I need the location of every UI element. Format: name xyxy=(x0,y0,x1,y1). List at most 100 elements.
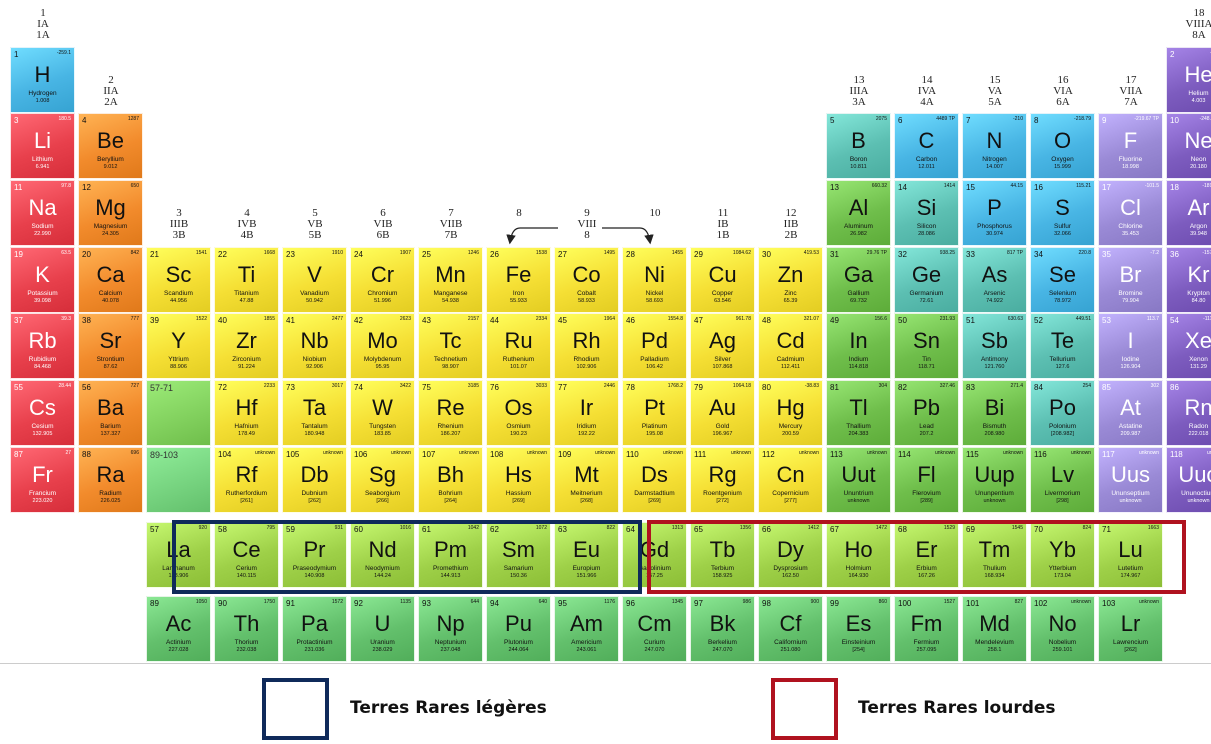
group-roman: IIB xyxy=(783,218,799,230)
atomic-mass: 190.23 xyxy=(510,431,527,437)
group-code xyxy=(622,230,688,241)
atomic-number: 53 xyxy=(1102,316,1111,325)
element-name: Radium xyxy=(99,490,122,497)
element-symbol: Rh xyxy=(572,328,601,353)
atomic-number: 58 xyxy=(218,525,227,534)
melting-point: 27 xyxy=(65,450,71,456)
element-name: Cadmium xyxy=(776,356,805,363)
group-code: 5B xyxy=(308,229,322,241)
atomic-mass: 186.207 xyxy=(440,431,461,437)
atomic-mass: [208.982] xyxy=(1051,431,1074,437)
melting-point: 220.8 xyxy=(1078,250,1091,256)
atomic-number: 47 xyxy=(694,316,703,325)
atomic-mass: 126.904 xyxy=(1120,364,1141,370)
group-number: 4 xyxy=(244,207,250,219)
melting-point: 1345 xyxy=(671,599,683,605)
atomic-number: 46 xyxy=(626,316,635,325)
group-number: 12 xyxy=(785,207,797,219)
melting-point: 3017 xyxy=(331,383,343,389)
melting-point: -101.5 xyxy=(1144,183,1159,189)
element-name: Copernicium xyxy=(772,490,809,497)
atomic-number: 1 xyxy=(14,50,19,59)
atomic-mass: 131.29 xyxy=(1190,364,1207,370)
heavy-rare-earths-box xyxy=(647,520,1186,594)
melting-point: unknown xyxy=(934,450,955,456)
element-symbol: Y xyxy=(171,328,186,353)
atomic-number: 93 xyxy=(422,599,431,608)
element-symbol: Ba xyxy=(97,395,124,420)
element-name: Radon xyxy=(1188,423,1209,430)
atomic-number: 45 xyxy=(558,316,567,325)
element-name: Barium xyxy=(100,423,121,430)
melting-point: 3033 xyxy=(535,383,547,389)
atomic-mass: 164.930 xyxy=(848,573,869,579)
element-name: Ununoctium xyxy=(1181,490,1211,497)
atomic-mass: 243.061 xyxy=(576,647,597,653)
melting-point: 817 TP xyxy=(1006,250,1023,256)
atomic-number: 33 xyxy=(966,250,975,259)
element-name: Nickel xyxy=(645,290,664,297)
atomic-mass: 112.411 xyxy=(780,364,801,370)
element-symbol: Hg xyxy=(776,395,805,420)
melting-point: unknown xyxy=(1206,450,1211,456)
melting-point: 1663 xyxy=(1147,525,1159,531)
atomic-number: 75 xyxy=(422,383,431,392)
group-roman: VIII xyxy=(577,218,597,230)
atomic-mass: 84.80 xyxy=(1191,298,1206,304)
element-symbol: Cr xyxy=(370,262,395,287)
element-symbol: Ds xyxy=(641,462,668,487)
atomic-mass: 174.967 xyxy=(1120,573,1141,579)
element-symbol: Uuo xyxy=(1178,462,1211,487)
group-code: 6B xyxy=(376,229,390,241)
melting-point: 961.78 xyxy=(735,316,751,322)
atomic-mass: 106.42 xyxy=(646,364,663,370)
group-number: 3 xyxy=(176,207,182,219)
atomic-mass: 107.868 xyxy=(712,364,733,370)
atomic-mass: 74.922 xyxy=(986,298,1003,304)
element-name: Hydrogen xyxy=(28,90,57,97)
melting-point: 28.44 xyxy=(58,383,71,389)
atomic-number: 66 xyxy=(762,525,771,534)
atomic-number: 80 xyxy=(762,383,771,392)
atomic-number: 44 xyxy=(490,316,499,325)
atomic-number: 103 xyxy=(1102,599,1116,608)
element-symbol: He xyxy=(1184,62,1211,87)
element-name: Gallium xyxy=(847,290,870,297)
melting-point: unknown xyxy=(1070,599,1091,605)
group-code: 7A xyxy=(1124,96,1138,108)
element-name: Sodium xyxy=(31,223,54,230)
melting-point: 321.07 xyxy=(803,316,819,322)
melting-point: 3422 xyxy=(399,383,411,389)
atomic-number: 52 xyxy=(1034,316,1043,325)
element-symbol: Np xyxy=(436,611,465,636)
element-symbol: Ca xyxy=(96,262,125,287)
element-name: Boron xyxy=(849,156,868,163)
atomic-number: 13 xyxy=(830,183,839,192)
element-symbol: Fe xyxy=(505,262,532,287)
element-cell-ar: 18-189.36 TPArArgon39.948 xyxy=(1166,180,1211,246)
atomic-number: 88 xyxy=(82,450,91,459)
element-cell-ne: 10-248.609 TPNeNeon20.180 xyxy=(1166,113,1211,179)
group-roman: VA xyxy=(987,85,1003,97)
element-name: Cerium xyxy=(236,565,257,572)
atomic-number: 116 xyxy=(1034,450,1047,459)
atomic-number: 112 xyxy=(762,450,775,459)
melting-point: 1554.8 xyxy=(667,316,683,322)
atomic-mass: 150.36 xyxy=(510,573,527,579)
element-symbol: Sm xyxy=(502,537,535,562)
element-name: Ytterbium xyxy=(1048,565,1077,572)
element-symbol: Cs xyxy=(29,395,56,420)
